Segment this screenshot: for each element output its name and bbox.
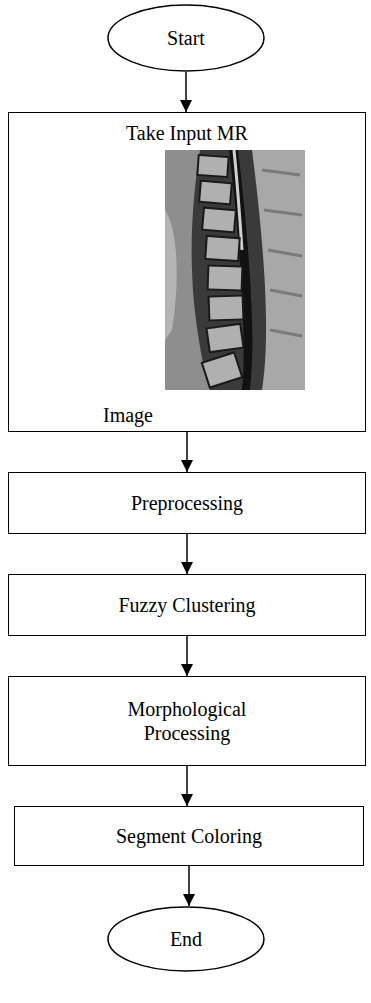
flow-arrow [186,534,188,574]
node-label: Preprocessing [131,491,243,515]
node-label: Segment Coloring [116,824,262,848]
process-box: Segment Coloring [14,806,364,866]
flow-arrow [186,432,188,472]
mri-image [165,150,305,390]
node-label: Take Input MR [9,121,365,145]
end-terminal: End [107,906,265,972]
mri-background [165,150,305,390]
process-box: Fuzzy Clustering [8,574,366,636]
flow-arrow [188,866,190,906]
flow-arrow [185,72,187,112]
node-label: Fuzzy Clustering [118,593,255,617]
process-box: Preprocessing [8,472,366,534]
vertebra [202,208,236,233]
node-label: Morphological Processing [92,697,282,745]
vertebra [206,324,243,352]
vertebra [197,155,228,177]
terminal-ellipse [108,907,264,971]
flow-arrow [186,636,188,676]
mri-spinal-cord [234,150,242,250]
vertebra [205,236,240,261]
mri-soft-tissue [165,210,177,340]
input-box: Take Input MR Image [8,112,366,432]
node-sublabel: Image [103,403,153,427]
terminal-ellipse [108,5,264,71]
vertebra [208,265,243,290]
vertebra [199,181,232,205]
flow-arrow [186,766,188,806]
vertebra [209,295,244,320]
process-box: Morphological Processing [8,676,366,766]
vertebra [202,352,242,387]
mri-back-muscle [252,150,305,390]
node-label: Start [167,26,205,50]
mri-vertebrae [197,155,243,388]
mri-muscle-lines [262,170,302,336]
node-label: End [170,927,202,951]
start-terminal: Start [107,4,265,72]
